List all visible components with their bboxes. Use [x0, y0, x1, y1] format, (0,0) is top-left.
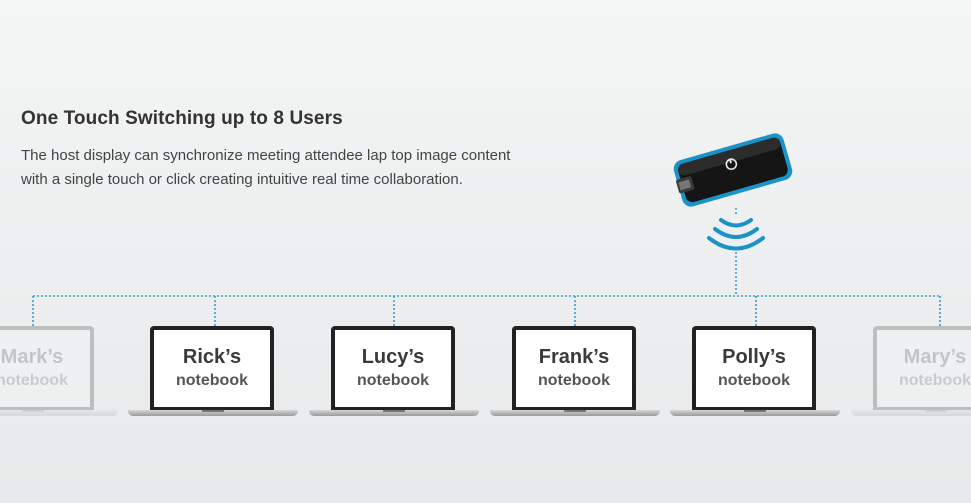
laptop-notch: [744, 410, 766, 412]
laptop-display: Polly’s notebook: [696, 330, 812, 407]
notebook-laptop[interactable]: Polly’s notebook: [670, 326, 840, 420]
laptop-base: [0, 410, 118, 416]
notebook-label: notebook: [718, 372, 790, 389]
laptop-display: Mary’s notebook: [877, 330, 971, 407]
laptop-screen: Mary’s notebook: [873, 326, 971, 410]
notebook-owner: Lucy’s: [361, 346, 425, 368]
notebook-label: notebook: [357, 372, 429, 389]
network-lines: [32, 208, 941, 326]
laptop-base: [670, 410, 840, 416]
notebook-label: notebook: [538, 372, 610, 389]
notebook-owner: Mary’s: [903, 346, 967, 368]
notebook-laptop[interactable]: Mark’s notebook: [0, 326, 118, 420]
laptop-screen: Rick’s notebook: [150, 326, 274, 410]
presentation-dongle: [673, 133, 793, 207]
notebook-laptop[interactable]: Frank’s notebook: [490, 326, 660, 420]
laptop-base: [309, 410, 479, 416]
laptop-screen: Lucy’s notebook: [331, 326, 455, 410]
laptop-display: Rick’s notebook: [154, 330, 270, 407]
power-icon: [725, 158, 738, 171]
laptop-display: Mark’s notebook: [0, 330, 90, 407]
laptop-screen: Mark’s notebook: [0, 326, 94, 410]
laptop-screen: Frank’s notebook: [512, 326, 636, 410]
laptop-notch: [22, 410, 44, 412]
wireless-signal-icon: [707, 218, 765, 251]
description: The host display can synchronize meeting…: [21, 147, 511, 188]
laptop-notch: [383, 410, 405, 412]
notebook-laptop[interactable]: Rick’s notebook: [128, 326, 298, 420]
laptop-base: [128, 410, 298, 416]
notebook-label: notebook: [899, 372, 971, 389]
notebook-owner: Rick’s: [182, 346, 242, 368]
laptop-base: [851, 410, 971, 416]
laptop-display: Lucy’s notebook: [335, 330, 451, 407]
laptop-screen: Polly’s notebook: [692, 326, 816, 410]
laptop-base: [490, 410, 660, 416]
notebook-owner: Mark’s: [0, 346, 64, 368]
notebook-owner: Frank’s: [538, 346, 610, 368]
laptop-notch: [925, 410, 947, 412]
notebook-laptop[interactable]: Mary’s notebook: [851, 326, 971, 420]
notebook-label: notebook: [176, 372, 248, 389]
notebook-label: notebook: [0, 372, 68, 389]
laptop-notch: [564, 410, 586, 412]
laptop-notch: [202, 410, 224, 412]
laptop-display: Frank’s notebook: [516, 330, 632, 407]
notebook-laptop[interactable]: Lucy’s notebook: [309, 326, 479, 420]
notebook-owner: Polly’s: [722, 346, 786, 368]
headline: One Touch Switching up to 8 Users: [21, 108, 343, 129]
